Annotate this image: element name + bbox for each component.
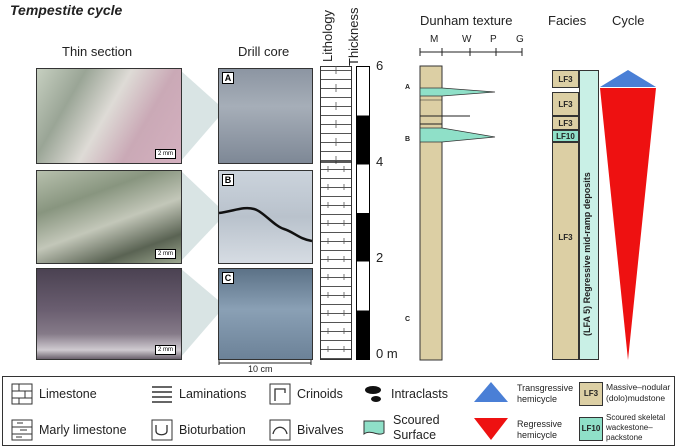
laminations-icon [152, 386, 172, 403]
bivalves-icon [269, 419, 291, 441]
drill-core-b: B [218, 170, 313, 264]
facies-association-band [579, 70, 599, 360]
drill-core-a: A [218, 68, 313, 164]
legend-intraclasts: Intraclasts [391, 387, 448, 401]
legend-limestone: Limestone [39, 387, 97, 401]
legend-lf3-swatch: LF3 [579, 382, 603, 406]
dunham-tick-g: G [516, 34, 524, 45]
transgressive-triangle [600, 70, 656, 87]
connector-wedge-b [180, 170, 218, 262]
intraclasts-icon [365, 386, 381, 402]
legend-lf10-desc: Scoured skeletal [606, 413, 666, 422]
thin-section-scale: 2 mm [155, 149, 176, 159]
marly-limestone-icon [11, 419, 33, 441]
bioturbation-icon [151, 419, 173, 441]
core-label: C [222, 272, 234, 284]
legend-regressive: Regressive [517, 419, 563, 429]
lithology-pattern [320, 66, 352, 360]
legend-lf10-swatch: LF10 [579, 417, 603, 441]
legend-bivalves: Bivalves [297, 423, 344, 437]
core-scale-bar [218, 360, 312, 365]
facies-box-lf10: LF10 [552, 130, 579, 142]
header-cycle: Cycle [612, 13, 645, 28]
thickness-tick: 6 [376, 58, 384, 73]
legend: Limestone Marly limestone Laminations Bi… [2, 376, 675, 446]
legend-lf3-desc-2: (dolo)mudstone [606, 393, 666, 403]
header-thin-section: Thin section [62, 44, 133, 59]
header-drill-core: Drill core [238, 44, 290, 59]
dunham-tick-p: P [490, 34, 497, 45]
limestone-icon [11, 383, 33, 405]
facies-box-lf3: LF3 [552, 116, 579, 130]
sample-label: A [405, 84, 411, 91]
thin-section-a: 2 mm [36, 68, 182, 164]
regressive-triangle [600, 88, 656, 360]
legend-crinoids: Crinoids [297, 387, 343, 401]
dunham-scour-b [419, 127, 496, 143]
dunham-scour-a [419, 87, 496, 97]
thin-section-c: 2 mm [36, 268, 182, 360]
legend-lf10-desc-3: packstone [606, 433, 643, 442]
scoured-surface-icon [363, 420, 385, 435]
facies-box-lf3: LF3 [552, 70, 579, 88]
legend-transgressive: Transgressive [517, 383, 574, 393]
transgressive-icon [474, 382, 508, 402]
connector-wedges [180, 70, 218, 358]
lithology-column [320, 66, 352, 360]
legend-scoured: Scoured [393, 413, 440, 427]
dunham-diagram [419, 48, 523, 361]
facies-box-lf3: LF3 [552, 142, 579, 360]
thickness-tick: 2 [376, 250, 384, 265]
sample-label: B [405, 136, 411, 143]
header-dunham: Dunham texture [420, 13, 513, 28]
legend-marly-limestone: Marly limestone [39, 423, 127, 437]
legend-laminations: Laminations [179, 387, 247, 401]
thickness-bar [356, 66, 370, 360]
thin-section-b: 2 mm [36, 170, 182, 264]
legend-bioturbation: Bioturbation [179, 423, 246, 437]
connector-wedge-a [180, 70, 218, 162]
core-label: B [222, 174, 234, 186]
core-label: A [222, 72, 234, 84]
legend-lf3-desc: Massive–nodular [606, 382, 671, 392]
thin-section-scale: 2 mm [155, 345, 176, 355]
facies-box-lf3: LF3 [552, 92, 579, 116]
thin-section-scale: 2 mm [155, 249, 176, 259]
regressive-icon [474, 418, 508, 440]
figure-title: Tempestite cycle [10, 2, 123, 18]
legend-surface: Surface [393, 428, 437, 442]
crinoids-icon [269, 383, 291, 405]
legend-regressive-hemicycle: hemicycle [517, 430, 558, 440]
connector-wedge-c [180, 268, 218, 358]
drill-core-c: C [218, 268, 313, 360]
dunham-tick-m: M [430, 34, 439, 45]
header-facies: Facies [548, 13, 587, 28]
thickness-tick: 0 m [376, 346, 398, 361]
dunham-tick-w: W [462, 34, 472, 45]
core-scale-label: 10 cm [248, 364, 273, 374]
legend-lf10-desc-2: wackestone– [606, 423, 653, 432]
cycle-diagram [600, 70, 656, 360]
thickness-tick: 4 [376, 154, 384, 169]
sample-label: C [405, 316, 411, 323]
legend-transgressive-hemicycle: hemicycle [517, 394, 558, 404]
core-b-stylolite [219, 206, 312, 243]
